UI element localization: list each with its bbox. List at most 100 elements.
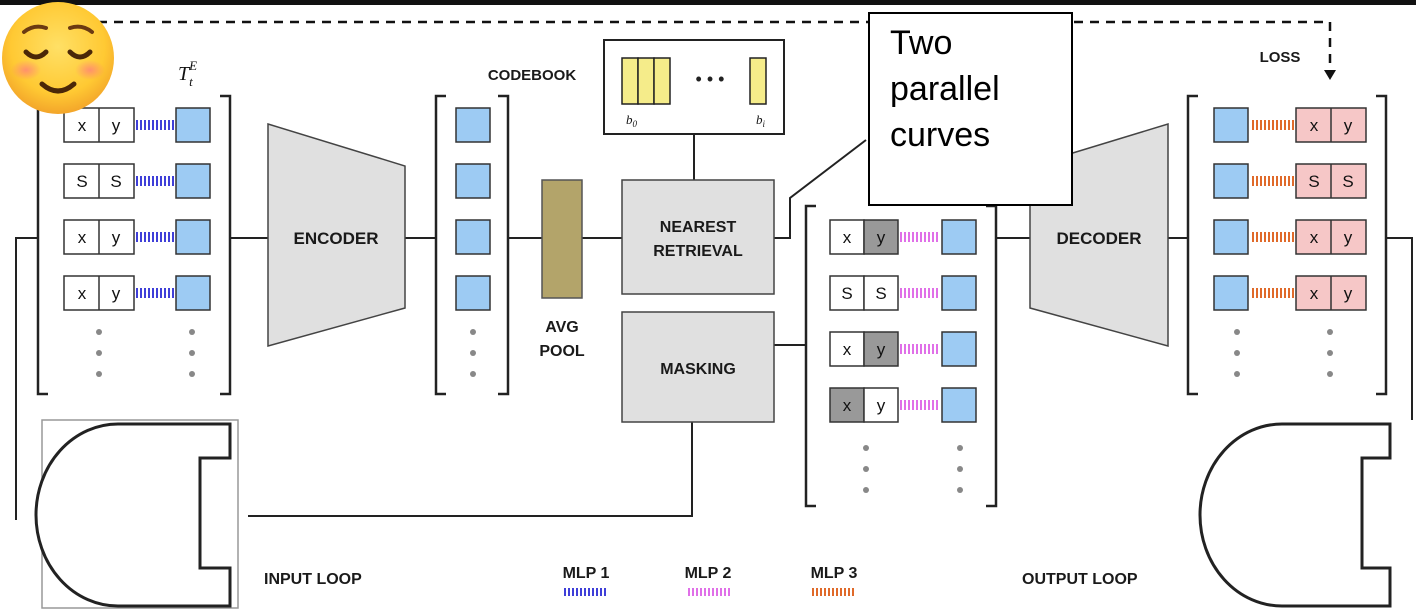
legend-label: MLP 2 bbox=[685, 565, 732, 582]
output-ellipsis bbox=[1234, 329, 1333, 377]
input-cell-b: y bbox=[112, 116, 121, 135]
top-border bbox=[0, 0, 1416, 5]
masked-cell-b-box bbox=[863, 387, 899, 423]
masked-cell-b: y bbox=[877, 340, 886, 359]
mlp3-connector bbox=[1250, 288, 1294, 298]
masked-cell-a: x bbox=[843, 228, 852, 247]
output-cell-b: y bbox=[1344, 284, 1353, 303]
input-cell-a: x bbox=[78, 116, 87, 135]
annotation-callout: Two parallel curves bbox=[868, 12, 1073, 206]
legend-swatch bbox=[812, 588, 856, 596]
avg-pool-label-2: POOL bbox=[539, 343, 585, 360]
output-cell-a: S bbox=[1308, 172, 1319, 191]
output-token bbox=[1213, 107, 1249, 143]
encoder-label: ENCODER bbox=[293, 229, 378, 248]
decoder-label: DECODER bbox=[1056, 229, 1141, 248]
loss-arrowhead-right bbox=[1324, 70, 1336, 80]
legend-swatch bbox=[686, 588, 730, 596]
mlp2-connector bbox=[900, 288, 940, 298]
nearest-retrieval-block bbox=[621, 179, 775, 295]
input-token bbox=[175, 107, 211, 143]
encoder-block bbox=[267, 122, 406, 347]
legend-item: MLP 3 bbox=[811, 565, 858, 596]
masked-cell-a: x bbox=[843, 396, 852, 415]
masked-cell-a: S bbox=[841, 284, 852, 303]
nearest-label-1: NEAREST bbox=[660, 219, 737, 236]
masked-token bbox=[941, 331, 977, 367]
input-cell-b: y bbox=[112, 284, 121, 303]
mlp3-connector bbox=[1250, 232, 1294, 242]
mlp1-connector bbox=[136, 232, 174, 242]
input-token bbox=[175, 275, 211, 311]
legend-label: MLP 3 bbox=[811, 565, 858, 582]
input-cell-b: S bbox=[110, 172, 121, 191]
masked-cell-b-box bbox=[863, 219, 899, 255]
legend-label: MLP 1 bbox=[563, 565, 610, 582]
masked-cell-a: x bbox=[843, 340, 852, 359]
output-cell-b: y bbox=[1344, 228, 1353, 247]
masked-cell-b: y bbox=[877, 396, 886, 415]
output-token-matrix bbox=[1186, 94, 1388, 396]
input-ellipsis bbox=[96, 329, 195, 377]
legend-item: MLP 2 bbox=[685, 565, 732, 596]
masked-cell-a-box bbox=[829, 275, 865, 311]
masked-cell-b-box bbox=[863, 275, 899, 311]
masked-cell-b-box bbox=[863, 331, 899, 367]
output-token bbox=[1213, 275, 1249, 311]
mlp3-connector bbox=[1250, 120, 1294, 130]
masking-label: MASKING bbox=[660, 361, 736, 378]
mlp1-connector bbox=[136, 288, 174, 298]
masked-cell-b: y bbox=[877, 228, 886, 247]
avg-pool-label-1: AVG bbox=[545, 319, 578, 336]
output-cell-a: x bbox=[1310, 284, 1319, 303]
input-token bbox=[175, 219, 211, 255]
callout-line-3: curves bbox=[890, 116, 991, 154]
avg-pool-block bbox=[541, 179, 583, 299]
codebook-first-label: b0 bbox=[626, 112, 638, 129]
masked-token bbox=[941, 387, 977, 423]
mlp2-connector bbox=[900, 344, 940, 354]
embedding-column bbox=[434, 94, 510, 396]
codebook-label: CODEBOOK bbox=[488, 67, 577, 84]
masked-token bbox=[941, 219, 977, 255]
input-token bbox=[175, 163, 211, 199]
mlp1-connector bbox=[136, 176, 174, 186]
input-cell-a: S bbox=[76, 172, 87, 191]
masking-block bbox=[621, 311, 775, 423]
masked-cell-b: S bbox=[875, 284, 886, 303]
mlp2-connector bbox=[900, 232, 940, 242]
callout-line-2: parallel bbox=[890, 70, 1000, 108]
input-cell-b: y bbox=[112, 228, 121, 247]
legend-item: MLP 1 bbox=[563, 565, 610, 596]
output-token bbox=[1213, 163, 1249, 199]
masked-cell-a-box bbox=[829, 331, 865, 367]
output-token bbox=[1213, 219, 1249, 255]
mlp1-connector bbox=[136, 120, 174, 130]
input-cell-a: x bbox=[78, 284, 87, 303]
masked-cell-a-box bbox=[829, 219, 865, 255]
mlp2-connector bbox=[900, 400, 940, 410]
masked-ellipsis bbox=[863, 445, 963, 493]
output-cell-b: y bbox=[1344, 116, 1353, 135]
nearest-label-2: RETRIEVAL bbox=[653, 243, 743, 260]
input-loop-icon bbox=[34, 422, 232, 608]
input-loop-label: INPUT LOOP bbox=[264, 571, 362, 588]
mlp3-connector bbox=[1250, 176, 1294, 186]
callout-line-1: Two bbox=[890, 24, 953, 62]
input-cell-a: x bbox=[78, 228, 87, 247]
output-cell-b: S bbox=[1342, 172, 1353, 191]
masked-token-matrix bbox=[804, 204, 998, 508]
output-loop-label: OUTPUT LOOP bbox=[1022, 571, 1138, 588]
smiling-face-icon bbox=[2, 2, 114, 114]
